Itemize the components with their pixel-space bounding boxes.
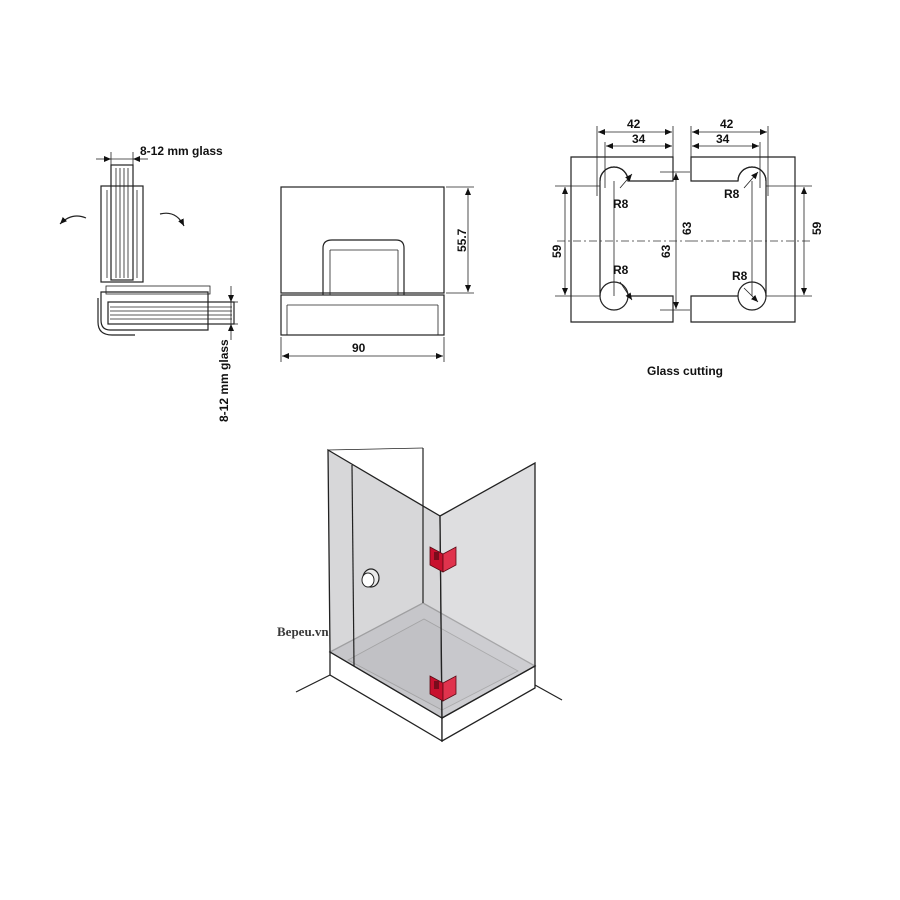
rotate-left-arrow-icon	[59, 215, 87, 225]
hinge-knuckle	[322, 239, 405, 295]
left-dim-outer: 42	[627, 117, 641, 131]
right-dim-outer: 42	[720, 117, 734, 131]
glass-cutting-left-panel: 42 34 R8 R8 59 63	[550, 117, 690, 323]
hinge-lower-icon	[429, 675, 457, 702]
side-view: 8-12 mm glass 8-12 mm glass	[59, 144, 238, 422]
left-radius-top: R8	[613, 197, 629, 211]
left-height-outer: 59	[550, 244, 564, 258]
hinge-body-vertical	[100, 185, 144, 283]
right-radius-top: R8	[724, 187, 740, 201]
shower-illustration: Bepeu.vn	[277, 447, 563, 743]
glass-cutting-right-panel: 42 34 R8 R8 59 63	[680, 117, 824, 323]
horizontal-glass	[107, 301, 235, 325]
left-height-inner: 63	[659, 244, 673, 258]
hinge-plate-upper	[280, 186, 445, 294]
glass-thickness-label-side: 8-12 mm glass	[217, 339, 231, 422]
right-height-outer: 59	[810, 221, 824, 235]
glass-fixed-panel	[439, 461, 536, 720]
glass-thickness-label-top: 8-12 mm glass	[140, 144, 223, 158]
right-height-inner: 63	[680, 221, 694, 235]
glass-cutting-title: Glass cutting	[647, 364, 723, 378]
width-dimension: 90	[352, 341, 366, 355]
hinge-body-horizontal	[100, 291, 209, 331]
left-radius-bottom: R8	[613, 263, 629, 277]
left-dim-inner: 34	[632, 132, 646, 146]
right-dim-inner: 34	[716, 132, 730, 146]
height-dimension: 55.7	[455, 228, 469, 252]
right-radius-bottom: R8	[732, 269, 748, 283]
hinge-upper-icon	[429, 546, 457, 573]
front-view: 55.7 90	[280, 186, 474, 362]
rotate-right-arrow-icon	[159, 212, 185, 227]
vertical-glass	[110, 164, 134, 281]
hinge-plate-lower	[280, 294, 445, 336]
watermark: Bepeu.vn	[277, 624, 329, 639]
